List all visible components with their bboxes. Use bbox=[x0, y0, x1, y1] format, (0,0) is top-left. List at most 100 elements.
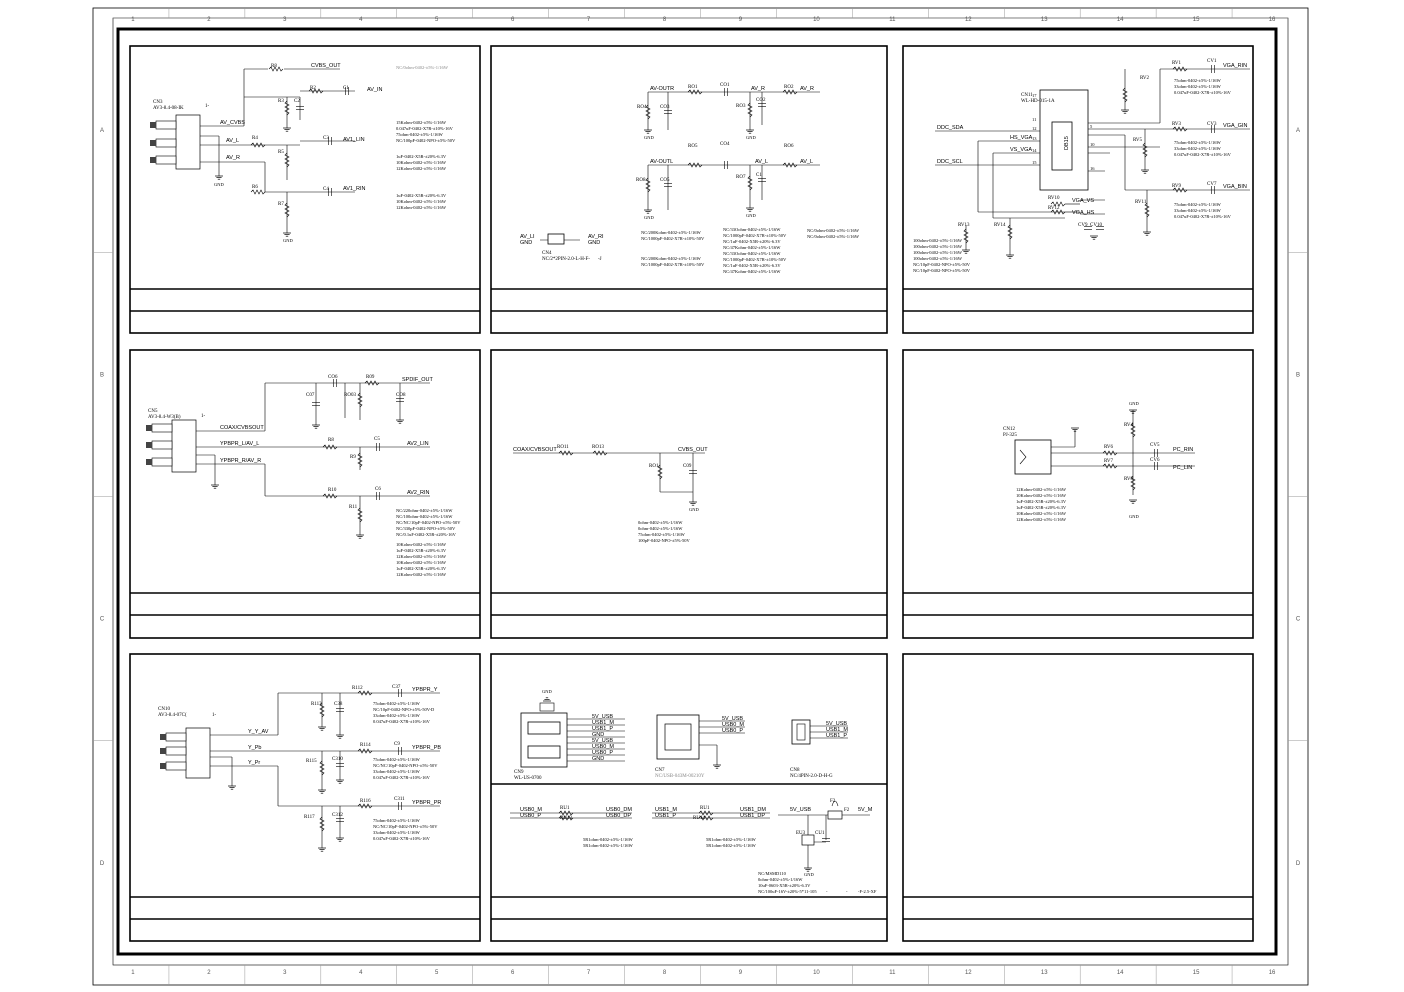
svg-text:GND: GND bbox=[644, 135, 654, 140]
svg-text:RU1: RU1 bbox=[700, 806, 710, 811]
ref-co1: CO1 bbox=[720, 83, 730, 88]
panel-frames bbox=[129, 45, 1254, 942]
ruler-column-label: 7 bbox=[587, 17, 591, 23]
ruler-column-label: 4 bbox=[359, 970, 363, 976]
net-av2-rin: AV2_RIN bbox=[407, 490, 430, 496]
svg-text:RU13: RU13 bbox=[560, 816, 572, 821]
svg-text:USB0_M: USB0_M bbox=[722, 722, 744, 728]
svg-text:11: 11 bbox=[1032, 117, 1036, 122]
fuse-f2 bbox=[827, 810, 843, 820]
svg-text:RV10: RV10 bbox=[1048, 196, 1060, 201]
svg-text:GND: GND bbox=[1129, 514, 1139, 519]
svg-text:33ohm-0402-±5%-1/16W: 33ohm-0402-±5%-1/16W bbox=[1174, 84, 1221, 89]
svg-text:12Kohm-0402-±5%-1/16W: 12Kohm-0402-±5%-1/16W bbox=[396, 205, 447, 210]
svg-text:CV5: CV5 bbox=[1150, 443, 1160, 448]
svg-text:NC/10pF-0402-NPO-±5%-50V: NC/10pF-0402-NPO-±5%-50V bbox=[913, 268, 971, 273]
svg-text:75ohm-0402-±5%-1/16W: 75ohm-0402-±5%-1/16W bbox=[373, 701, 420, 706]
svg-text:NC/NC/10pF-0402-NPO-±5%-50V: NC/NC/10pF-0402-NPO-±5%-50V bbox=[373, 824, 438, 829]
ruler-column-label: 11 bbox=[889, 17, 896, 23]
svg-text:CO6: CO6 bbox=[328, 375, 338, 380]
svg-text:GND: GND bbox=[644, 215, 654, 220]
svg-text:GND: GND bbox=[1129, 401, 1139, 406]
svg-text:33ohm-0402-±5%-1/16W: 33ohm-0402-±5%-1/16W bbox=[373, 830, 420, 835]
svg-text:NC/220ohm-0402-±5%-1/16W: NC/220ohm-0402-±5%-1/16W bbox=[396, 508, 453, 513]
svg-text:CV3: CV3 bbox=[1207, 122, 1217, 127]
cn12-part: PJ-325 bbox=[1003, 433, 1017, 438]
net-ddc-scl: DDC_SCL bbox=[937, 159, 963, 165]
svg-text:75ohm-0402-±5%-1/16W: 75ohm-0402-±5%-1/16W bbox=[373, 757, 420, 762]
ruler-column-label: 3 bbox=[283, 17, 287, 23]
ref-r5: R5 bbox=[278, 150, 284, 155]
svg-text:C6: C6 bbox=[375, 487, 381, 492]
panel-av1: CN3 AV3-8.4-08-IK 1- R8 R2 R3 C2 R4 R5 R… bbox=[149, 63, 456, 243]
net-cvbs-out: CVBS_OUT bbox=[678, 447, 708, 453]
ruler-column-label: 16 bbox=[1269, 17, 1276, 23]
svg-text:5R1ohm-0402-±5%-1/16W: 5R1ohm-0402-±5%-1/16W bbox=[583, 837, 633, 842]
svg-text:RO03: RO03 bbox=[344, 393, 356, 398]
panel-av2: CN5 AV3-8.4-W3(B) 1- SPDIF_OUT COAX/CVBS… bbox=[145, 375, 461, 577]
svg-text:5V_M: 5V_M bbox=[858, 807, 873, 813]
ruler-row-label: B bbox=[1296, 372, 1300, 378]
svg-text:RV13: RV13 bbox=[958, 223, 970, 228]
net-vga-vs: VGA_VS bbox=[1072, 198, 1094, 204]
svg-text:RV12: RV12 bbox=[1048, 206, 1060, 211]
ref-ro6: RO6 bbox=[784, 144, 794, 149]
cn11-body bbox=[1039, 89, 1089, 191]
svg-text:USB1_DP: USB1_DP bbox=[740, 813, 765, 819]
svg-text:USB0_P: USB0_P bbox=[520, 813, 541, 819]
net-av-cvbs: AV_CVBS bbox=[220, 120, 245, 126]
ref-c4: C4 bbox=[323, 187, 329, 192]
svg-text:75ohm-0402-±5%-1/16W: 75ohm-0402-±5%-1/16W bbox=[373, 818, 420, 823]
net-av-l: AV_L bbox=[226, 138, 239, 144]
svg-text:C09: C09 bbox=[683, 464, 692, 469]
cn3-pin-marker: 1- bbox=[205, 104, 210, 109]
svg-text:R8: R8 bbox=[328, 438, 334, 443]
svg-text:75ohm-0402-±5%-1/16W: 75ohm-0402-±5%-1/16W bbox=[1174, 202, 1221, 207]
net-av-li: AV_LI bbox=[520, 234, 535, 240]
svg-text:14: 14 bbox=[1032, 148, 1037, 153]
svg-text:C311: C311 bbox=[394, 797, 405, 802]
cn4-ref: CN4 bbox=[542, 251, 552, 256]
pin-numbers: 17 11 12 5 10 13 14 15 16 bbox=[1032, 93, 1095, 171]
svg-text:12: 12 bbox=[1032, 126, 1037, 131]
svg-text:NC/330pF-0402-NPO-±5%-50V: NC/330pF-0402-NPO-±5%-50V bbox=[396, 526, 456, 531]
net-vga-gin: VGA_GIN bbox=[1223, 123, 1247, 129]
ref-c3: C3 bbox=[323, 136, 329, 141]
net-av-in: AV_IN bbox=[367, 87, 383, 93]
svg-text:75ohm-0402-±5%-1/16W: 75ohm-0402-±5%-1/16W bbox=[638, 532, 685, 537]
ref-co2: CO2 bbox=[756, 98, 766, 103]
svg-text:USB0_DM: USB0_DM bbox=[606, 807, 632, 813]
ref-c1: C1 bbox=[756, 173, 762, 178]
cn12-body bbox=[1014, 439, 1052, 475]
svg-text:10Kohm-0402-±5%-1/16W: 10Kohm-0402-±5%-1/16W bbox=[1016, 511, 1067, 516]
svg-text:CV10: CV10 bbox=[1090, 223, 1102, 228]
svg-text:EU3: EU3 bbox=[796, 831, 806, 836]
net-av-r: AV_R bbox=[751, 86, 765, 92]
svg-text:NC/10pF-0402-NPO-±5%-50V: NC/10pF-0402-NPO-±5%-50V bbox=[913, 262, 971, 267]
ruler-row-label: D bbox=[100, 861, 105, 867]
cn5-part: AV3-8.4-W3(B) bbox=[148, 415, 181, 420]
svg-text:USB1_M: USB1_M bbox=[592, 720, 614, 726]
svg-text:1uF-0402-X5R-±20%-6.3V: 1uF-0402-X5R-±20%-6.3V bbox=[396, 193, 447, 198]
svg-text:USB1_M: USB1_M bbox=[826, 727, 848, 733]
svg-text:100ohm-0402-±5%-1/16W: 100ohm-0402-±5%-1/16W bbox=[913, 238, 963, 243]
ref-r3: R3 bbox=[278, 99, 284, 104]
cn10-part: AV3-8.4-07C( bbox=[158, 713, 187, 718]
svg-text:RU1: RU1 bbox=[560, 806, 570, 811]
svg-text:0.047uF-0402-X7R-±10%-16V: 0.047uF-0402-X7R-±10%-16V bbox=[1174, 152, 1232, 157]
svg-text:33ohm-0402-±5%-1/16W: 33ohm-0402-±5%-1/16W bbox=[1174, 146, 1221, 151]
svg-text:12Kohm-0402-±5%-1/16W: 12Kohm-0402-±5%-1/16W bbox=[396, 554, 447, 559]
svg-text:5V_USB: 5V_USB bbox=[592, 714, 613, 720]
svg-text:RV2: RV2 bbox=[1140, 76, 1150, 81]
svg-text:0ohm-0402-±5%-1/16W: 0ohm-0402-±5%-1/16W bbox=[758, 877, 803, 882]
net-hs-vga: HS_VGA bbox=[1010, 135, 1033, 141]
net-ypbpr-l: YPBPR_L/AV_L bbox=[220, 441, 259, 447]
net-av-r-out: AV_R bbox=[800, 86, 814, 92]
svg-text:CU1: CU1 bbox=[815, 831, 825, 836]
svg-text:12Kohm-0402-±5%-1/16W: 12Kohm-0402-±5%-1/16W bbox=[396, 166, 447, 171]
svg-text:13: 13 bbox=[1032, 136, 1037, 141]
ref-r7: R7 bbox=[278, 202, 284, 207]
